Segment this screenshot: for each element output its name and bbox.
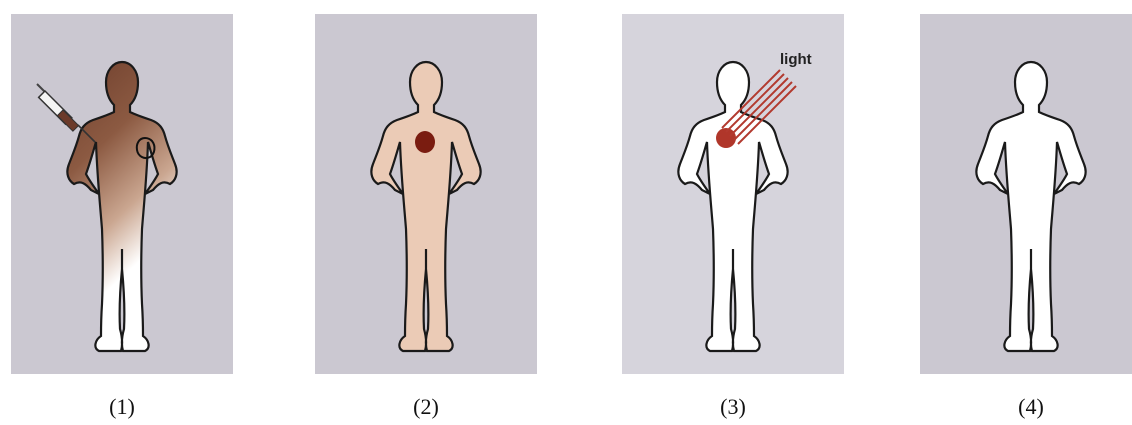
stage-1-panel: [11, 14, 233, 374]
stage-4-panel: [920, 14, 1132, 374]
stage-2-caption: (2): [366, 394, 486, 420]
stage-3-panel: light: [622, 14, 844, 374]
light-label: light: [780, 51, 812, 68]
stage-1-illustration: [11, 14, 233, 374]
tumor: [415, 131, 435, 153]
stage-4-illustration: [920, 14, 1132, 374]
stage-1-caption: (1): [62, 394, 182, 420]
stage-3-caption: (3): [673, 394, 793, 420]
stage-3-illustration: light: [622, 14, 844, 374]
stage-2-illustration: [315, 14, 537, 374]
stage-4-caption: (4): [971, 394, 1091, 420]
stage-2-panel: [315, 14, 537, 374]
